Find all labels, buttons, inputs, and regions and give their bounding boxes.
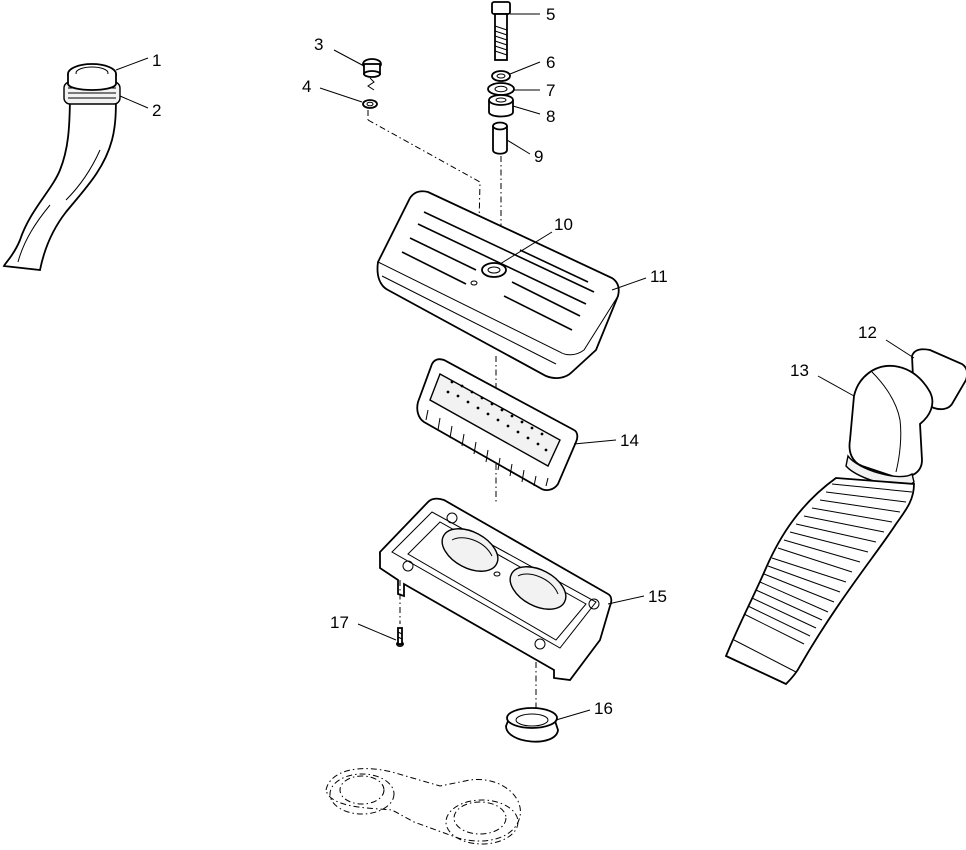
callout-4: 4 — [302, 77, 311, 96]
corrugated-hose — [724, 477, 915, 686]
callout-11: 11 — [650, 267, 668, 286]
callout-labels: 1 2 3 4 5 6 7 8 9 10 11 12 13 14 15 16 1… — [152, 5, 877, 718]
callout-16: 16 — [594, 699, 613, 718]
sleeve — [492, 121, 508, 155]
callout-14: 14 — [620, 431, 639, 450]
callout-9: 9 — [534, 147, 543, 166]
callout-15: 15 — [648, 587, 667, 606]
tube-collar — [67, 63, 117, 91]
cover-center-hole — [470, 262, 507, 286]
small-washer — [362, 99, 378, 109]
callout-6: 6 — [546, 53, 555, 72]
intake-tube-left — [2, 89, 117, 271]
small-screw — [396, 627, 404, 647]
callout-1: 1 — [152, 51, 161, 70]
callout-3: 3 — [314, 35, 323, 54]
callout-5: 5 — [546, 5, 555, 24]
callout-7: 7 — [546, 81, 555, 100]
callout-17: 17 — [330, 613, 349, 632]
bolt — [491, 1, 511, 61]
knob-screw — [362, 58, 382, 91]
leader-lines — [115, 13, 915, 721]
callout-12: 12 — [858, 323, 877, 342]
callout-8: 8 — [546, 107, 555, 126]
airbox-base — [379, 497, 613, 681]
air-filter-element — [416, 358, 579, 491]
callout-13: 13 — [790, 361, 809, 380]
lock-washer — [491, 70, 511, 82]
callout-2: 2 — [152, 101, 161, 120]
spacer-nut — [488, 94, 514, 118]
ghost-gasket-outline — [325, 768, 521, 845]
flat-washer — [487, 82, 515, 96]
intake-boot — [848, 365, 934, 479]
boot-clamp — [845, 454, 915, 487]
airbox-cover — [376, 190, 620, 379]
grommet — [505, 707, 559, 743]
callout-10: 10 — [554, 215, 573, 234]
